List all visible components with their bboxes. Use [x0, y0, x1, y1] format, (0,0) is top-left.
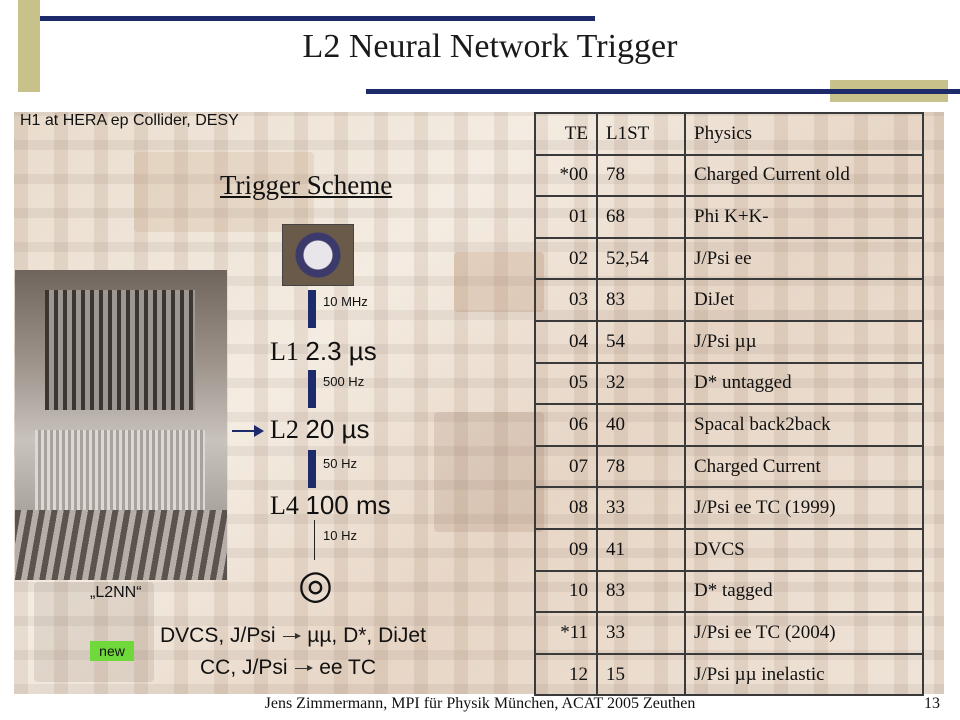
cell-physics: J/Psi ee TC (1999)	[685, 487, 923, 530]
footer-text: Jens Zimmermann, MPI für Physik München,…	[264, 695, 696, 712]
trigger-scheme-title: Trigger Scheme	[220, 170, 393, 200]
level-l1-time: 2.3 µs	[305, 336, 377, 366]
page-number: 13	[924, 695, 940, 712]
cell-te: 04	[535, 320, 598, 364]
level-l4-name: L4	[270, 491, 299, 520]
accent-bar-vertical	[18, 0, 40, 92]
cell-physics: J/Psi µµ inelastic	[685, 653, 923, 697]
level-l4: L4 100 ms	[270, 490, 391, 521]
accent-bar-right-blue	[366, 89, 960, 94]
new-badge: new	[90, 641, 134, 661]
cell-te: 07	[535, 445, 598, 489]
result-line-2-a: CC, J/Psi	[200, 656, 288, 679]
cell-te: 10	[535, 570, 598, 614]
level-l1: L1 2.3 µs	[270, 336, 377, 367]
cell-te: 02	[535, 237, 598, 281]
cell-physics: Charged Current old	[685, 154, 923, 198]
result-line-1-a: DVCS, J/Psi	[160, 624, 276, 647]
cell-te: 06	[535, 404, 598, 447]
header-l1st: L1ST	[597, 113, 686, 156]
slide-subtitle: H1 at HERA ep Collider, DESY	[20, 112, 239, 129]
rate-label-2: 500 Hz	[323, 374, 365, 389]
level-l4-time: 100 ms	[305, 490, 391, 520]
cell-l1st: 83	[597, 570, 686, 614]
cell-te: 05	[535, 362, 598, 406]
result-line-1: DVCS, J/Psi µµ, D*, DiJet	[160, 624, 426, 648]
rate-label-4: 10 Hz	[323, 528, 357, 543]
cell-te: 09	[535, 528, 598, 572]
result-line-2-b: ee TC	[319, 656, 377, 679]
photo-caption: „L2NN“	[90, 584, 142, 601]
target-icon: ◎	[298, 562, 333, 608]
header-te: TE	[535, 113, 598, 156]
slide-title: L2 Neural Network Trigger	[302, 28, 678, 65]
cell-te: *11	[535, 612, 598, 655]
rate-label-3: 50 Hz	[323, 456, 357, 471]
rate-bar-3	[308, 450, 316, 488]
cell-te: 12	[535, 653, 598, 697]
accent-bar-top	[40, 16, 595, 21]
cell-te: 08	[535, 487, 598, 530]
l2nn-hardware-photo	[15, 270, 227, 580]
cell-l1st: 83	[597, 279, 686, 322]
cell-physics: Phi K+K-	[685, 196, 923, 239]
result-line-1-b: µµ, D*, DiJet	[307, 624, 426, 647]
level-l1-name: L1	[270, 337, 299, 366]
header-physics: Physics	[685, 113, 923, 156]
cell-l1st: 40	[597, 404, 686, 447]
level-l2-time: 20 µs	[305, 414, 370, 444]
cell-l1st: 33	[597, 487, 686, 530]
cell-l1st: 54	[597, 320, 686, 364]
cell-l1st: 41	[597, 528, 686, 572]
level-l2-name: L2	[270, 415, 299, 444]
cell-l1st: 78	[597, 154, 686, 198]
cell-l1st: 68	[597, 196, 686, 239]
cell-physics: J/Psi µµ	[685, 320, 923, 364]
cell-physics: Charged Current	[685, 445, 923, 489]
rate-line-4	[314, 520, 315, 560]
rate-bar-2	[308, 370, 316, 408]
table-header-row: TE L1ST Physics	[535, 113, 923, 156]
cell-te: 01	[535, 196, 598, 239]
cell-physics: D* untagged	[685, 362, 923, 406]
cell-l1st: 52,54	[597, 237, 686, 281]
rate-bar-1	[308, 290, 316, 328]
cell-l1st: 33	[597, 612, 686, 655]
l2-arrow-icon	[232, 425, 264, 437]
arrow-icon	[295, 664, 314, 671]
cell-physics: D* tagged	[685, 570, 923, 614]
cell-physics: DiJet	[685, 279, 923, 322]
cell-te: 03	[535, 279, 598, 322]
detector-photo	[282, 224, 354, 286]
cell-te: *00	[535, 154, 598, 198]
cell-l1st: 32	[597, 362, 686, 406]
rate-label-1: 10 MHz	[323, 294, 368, 309]
cell-physics: Spacal back2back	[685, 404, 923, 447]
cell-physics: DVCS	[685, 528, 923, 572]
cell-physics: J/Psi ee TC (2004)	[685, 612, 923, 655]
level-l2: L2 20 µs	[270, 414, 370, 445]
cell-l1st: 15	[597, 653, 686, 697]
result-line-2: CC, J/Psi ee TC	[200, 656, 376, 680]
cell-l1st: 78	[597, 445, 686, 489]
cell-physics: J/Psi ee	[685, 237, 923, 281]
arrow-icon	[283, 632, 302, 639]
